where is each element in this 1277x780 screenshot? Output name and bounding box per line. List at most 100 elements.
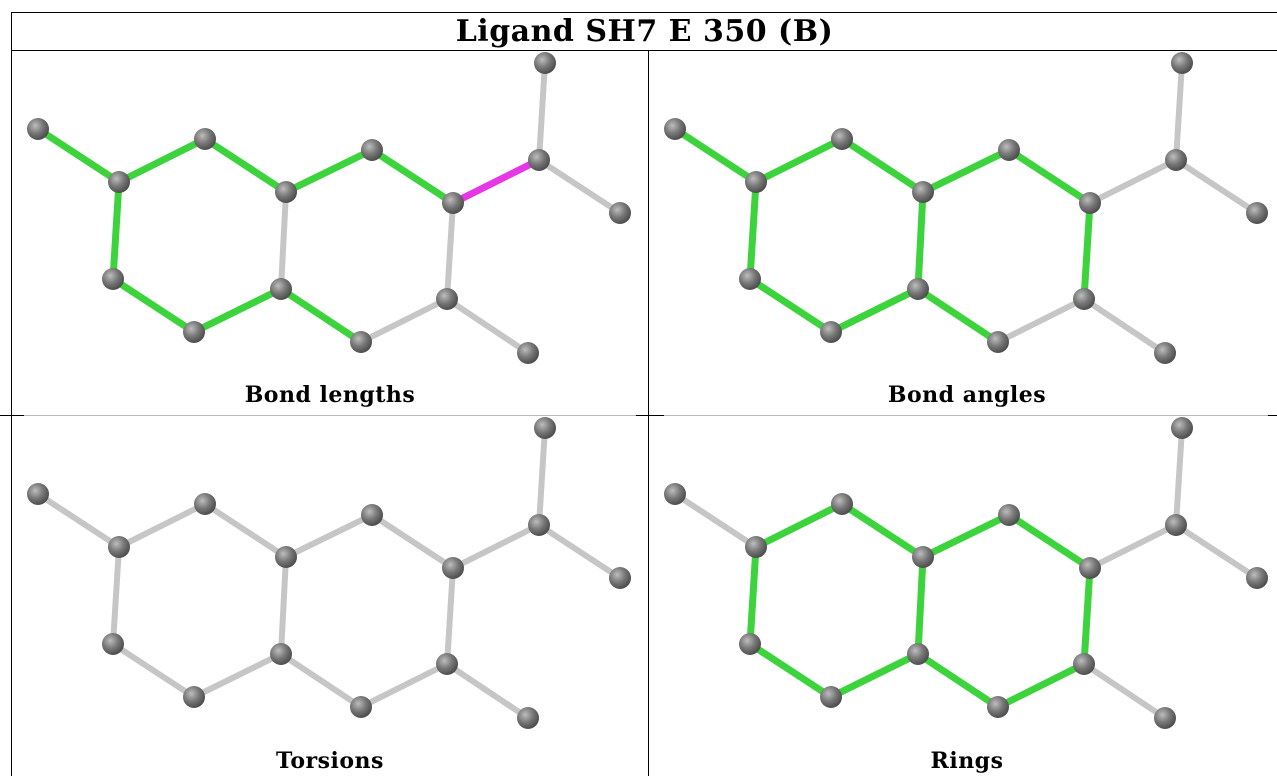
atom-8: [1246, 567, 1268, 589]
atom-5: [442, 557, 464, 579]
bond-13-14: [109, 275, 198, 336]
atom-0: [27, 118, 49, 140]
atom-12: [270, 278, 292, 300]
atom-1: [745, 536, 767, 558]
bond-14-1: [109, 178, 123, 283]
atom-10: [517, 342, 539, 364]
atom-7: [534, 52, 556, 74]
atom-14: [102, 268, 124, 290]
bond-11-12: [277, 285, 365, 346]
molecule-bond-lengths: [27, 52, 631, 364]
bond-14-1: [746, 543, 760, 648]
molecule-rings: [664, 417, 1268, 729]
bond-6-8: [536, 522, 623, 581]
atom-10: [1154, 342, 1176, 364]
atom-9: [1073, 653, 1095, 675]
atom-4: [998, 139, 1020, 161]
bond-6-7: [536, 60, 548, 163]
bond-2-3: [838, 500, 927, 561]
bond-1-2: [752, 500, 846, 551]
panel-label-rings: Rings: [930, 748, 1004, 774]
bond-11-12: [914, 650, 1002, 711]
bond-11-12: [914, 285, 1002, 346]
bond-6-8: [1173, 157, 1260, 216]
bond-12-3: [278, 554, 289, 657]
bond-11-12: [278, 651, 364, 710]
bond-3-4: [283, 512, 375, 560]
border-top: [11, 12, 1277, 13]
bond-0-1: [672, 491, 759, 550]
atom-6: [1165, 149, 1187, 171]
atom-5: [1079, 557, 1101, 579]
bond-13-14: [746, 640, 835, 701]
atom-2: [831, 493, 853, 515]
bond-5-9: [444, 200, 456, 302]
atom-11: [987, 331, 1009, 353]
bond-5-9: [1080, 199, 1094, 303]
panel-bond-angles: Bond angles: [649, 51, 1277, 415]
atom-9: [1073, 288, 1095, 310]
panel-rings: Rings: [649, 416, 1277, 780]
atom-2: [831, 128, 853, 150]
bond-9-11: [358, 296, 450, 345]
bond-5-6: [449, 156, 543, 207]
panel-bond-lengths: Bond lengths: [12, 51, 648, 415]
atom-14: [739, 268, 761, 290]
atom-4: [361, 504, 383, 526]
atom-3: [912, 546, 934, 568]
atom-6: [1165, 514, 1187, 536]
bond-9-10: [444, 296, 531, 356]
bond-5-9: [1080, 564, 1094, 668]
divider-tick-mid: [636, 415, 664, 416]
bond-0-1: [35, 491, 122, 550]
atom-2: [194, 128, 216, 150]
bond-6-7: [1173, 425, 1185, 528]
molecule-bond-angles: [664, 52, 1268, 364]
bond-12-3: [914, 553, 927, 658]
atom-11: [987, 696, 1009, 718]
atom-10: [517, 707, 539, 729]
divider-tick-left: [0, 415, 24, 416]
bond-6-8: [536, 157, 623, 216]
bond-12-3: [914, 188, 927, 293]
bond-9-11: [358, 661, 450, 710]
atom-11: [350, 696, 372, 718]
bond-9-11: [994, 660, 1088, 711]
bond-3-4: [919, 511, 1013, 561]
bond-13-14: [110, 641, 197, 700]
atom-6: [528, 149, 550, 171]
atom-13: [820, 686, 842, 708]
bond-5-9: [444, 565, 456, 667]
atom-3: [275, 546, 297, 568]
bond-9-11: [995, 296, 1087, 345]
panel-label-bond-angles: Bond angles: [887, 382, 1047, 408]
bond-6-7: [536, 425, 548, 528]
bond-4-5: [368, 146, 457, 207]
bond-5-6: [1087, 522, 1179, 571]
atom-14: [739, 633, 761, 655]
bond-4-5: [369, 512, 456, 571]
atom-3: [912, 181, 934, 203]
bond-12-13: [190, 285, 285, 336]
atom-13: [820, 321, 842, 343]
atom-0: [664, 118, 686, 140]
bond-14-1: [746, 178, 760, 283]
bond-9-10: [444, 661, 531, 721]
atom-9: [436, 653, 458, 675]
bond-2-3: [838, 135, 927, 196]
bond-2-3: [202, 501, 289, 560]
atom-7: [534, 417, 556, 439]
bond-0-1: [34, 125, 123, 186]
bond-2-3: [201, 135, 290, 196]
atom-12: [907, 278, 929, 300]
bond-1-2: [115, 135, 209, 186]
panel-label-torsions: Torsions: [276, 748, 384, 774]
border-title-bottom: [11, 50, 1277, 51]
bond-9-10: [1081, 661, 1168, 721]
atom-12: [907, 643, 929, 665]
bond-6-8: [1173, 522, 1260, 581]
bond-1-2: [752, 135, 846, 186]
bond-6-7: [1173, 60, 1185, 163]
atom-11: [350, 331, 372, 353]
